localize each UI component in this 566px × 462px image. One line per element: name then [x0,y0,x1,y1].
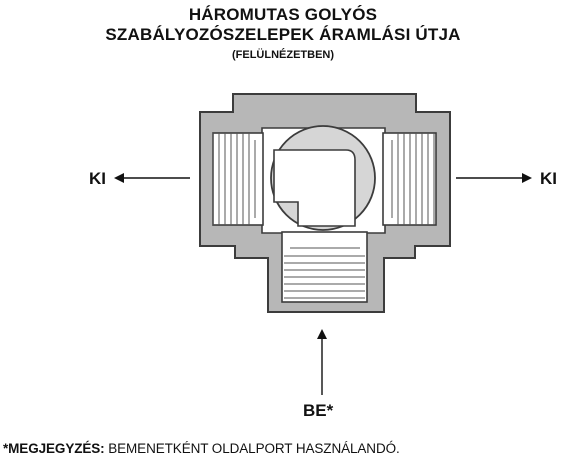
left-port-threads [212,133,256,225]
bottom-port-threads [284,247,365,299]
diagram-subtitle: (FELÜLNÉZETBEN) [231,49,335,61]
bottom-port-label: BE* [303,401,334,420]
left-port-label: KI [89,169,106,188]
right-port-threads [391,133,435,225]
footnote-label: *MEGJEGYZÉS: [3,441,105,456]
diagram-title-line2: SZABÁLYOZÓSZELEPEK ÁRAMLÁSI ÚTJA [105,25,461,44]
valve-ball [270,125,376,231]
diagram-title-line1: HÁROMUTAS GOLYÓS [188,5,378,24]
footnote: *MEGJEGYZÉS: BEMENETKÉNT OLDALPORT HASZN… [3,441,400,456]
footnote-text: BEMENETKÉNT OLDALPORT HASZNÁLANDÓ. [104,441,400,456]
right-port-label: KI [540,169,557,188]
